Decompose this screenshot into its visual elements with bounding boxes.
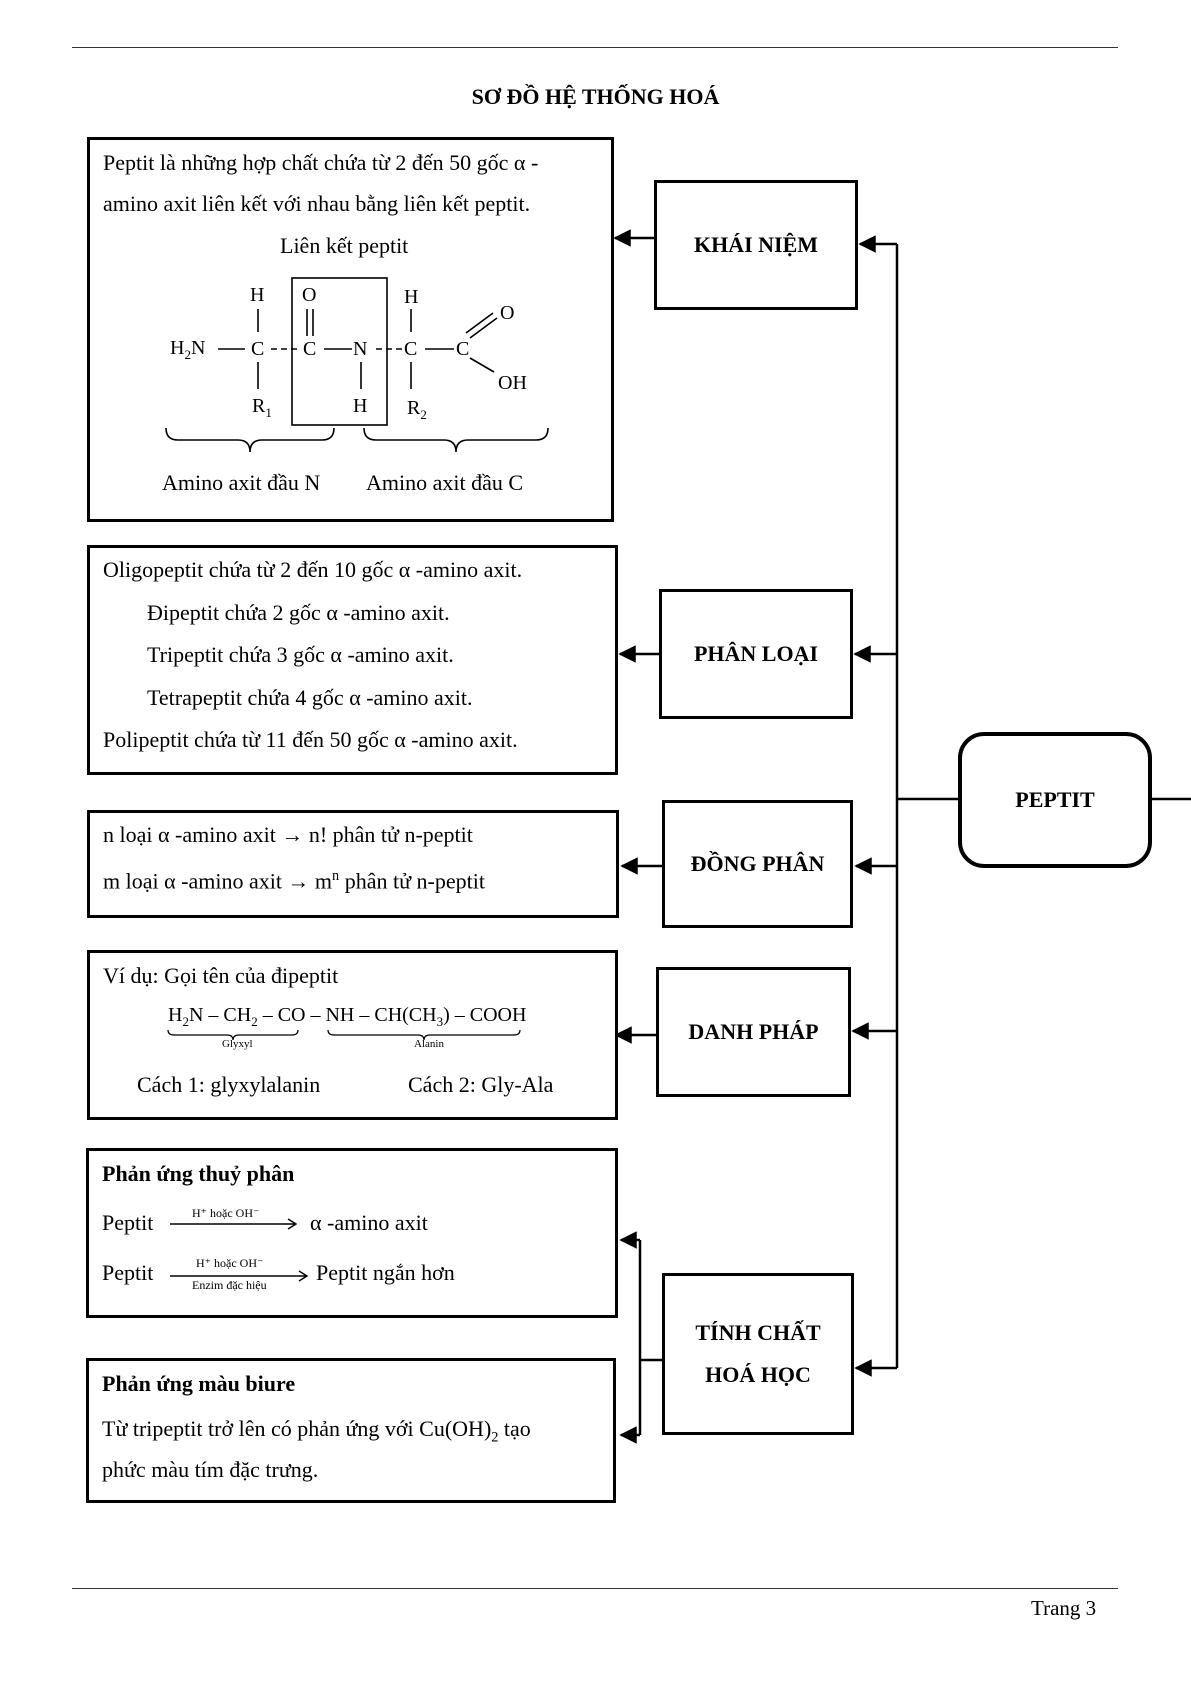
page-title: SƠ ĐỒ HỆ THỐNG HOÁ	[471, 84, 720, 109]
biure-heading: Phản ứng màu biure	[102, 1371, 296, 1396]
dong-phan-line-1: n loại α -amino axit → n! phân tử n-pept…	[103, 822, 473, 847]
glyxyl-label: Glyxyl	[222, 1038, 253, 1050]
khai-niem-content-box	[87, 137, 614, 522]
phan-loai-content-box	[87, 545, 618, 775]
dipeptide-formula: H2N – CH2 – CO – NH – CH(CH3) – COOH	[168, 1004, 527, 1029]
thuy-phan-product-1: α -amino axit	[310, 1210, 428, 1235]
thuy-phan-content-box	[86, 1148, 618, 1318]
group-r2: R2	[407, 397, 427, 422]
dong-phan-content-box	[87, 810, 619, 918]
dong-phan-category: ĐỒNG PHÂN	[662, 800, 853, 928]
atom-h-bottom: H	[353, 395, 368, 417]
biure-line-1: Từ tripeptit trở lên có phản ứng với Cu(…	[102, 1416, 531, 1446]
amino-n-label: Amino axit đầu N	[162, 470, 321, 495]
thuy-phan-peptit-2: Peptit	[102, 1260, 154, 1285]
amino-c-label: Amino axit đầu C	[366, 470, 524, 495]
thuy-phan-product-2: Peptit ngắn hơn	[316, 1260, 455, 1285]
atom-h-top-1: H	[250, 284, 265, 306]
dipeptit-text: Đipeptit chứa 2 gốc α -amino axit.	[147, 600, 450, 625]
peptit-center-node: PEPTIT	[958, 732, 1152, 868]
footer-rule	[72, 1588, 1118, 1589]
biure-content-box	[86, 1358, 616, 1503]
dong-phan-line-2: m loại α -amino axit → mn phân tử n-pept…	[103, 868, 485, 894]
thuy-phan-condition-2-bottom: Enzim đặc hiệu	[192, 1278, 267, 1292]
khai-niem-line-1: Peptit là những hợp chất chứa từ 2 đến 5…	[103, 150, 539, 175]
tripeptit-text: Tripeptit chứa 3 gốc α -amino axit.	[147, 642, 454, 667]
atom-c-4: C	[456, 338, 470, 360]
page-number: Trang 3	[1031, 1596, 1097, 1620]
thuy-phan-peptit-1: Peptit	[102, 1210, 154, 1235]
atom-o-top: O	[302, 284, 317, 306]
group-oh: OH	[498, 372, 527, 394]
thuy-phan-condition-1: H⁺ hoặc OH⁻	[192, 1206, 260, 1220]
khai-niem-category: KHÁI NIỆM	[654, 180, 858, 310]
danh-phap-category: DANH PHÁP	[656, 967, 851, 1097]
atom-n: N	[353, 338, 368, 360]
header-rule	[72, 47, 1118, 48]
atom-c-2: C	[303, 338, 317, 360]
atom-c-1: C	[251, 338, 265, 360]
tinh-chat-hoa-hoc-category: TÍNH CHẤT HOÁ HỌC	[662, 1273, 854, 1435]
alanin-label: Alanin	[414, 1038, 444, 1050]
cach-2-name: Cách 2: Gly-Ala	[408, 1072, 554, 1097]
cach-1-name: Cách 1: glyxylalanin	[137, 1072, 321, 1097]
polipeptit-text: Polipeptit chứa từ 11 đến 50 gốc α -amin…	[103, 727, 518, 752]
khai-niem-line-2: amino axit liên kết với nhau bằng liên k…	[103, 191, 531, 216]
atom-h-top-2: H	[404, 286, 419, 308]
thuy-phan-heading: Phản ứng thuỷ phân	[102, 1161, 295, 1186]
oligopeptit-text: Oligopeptit chứa từ 2 đến 10 gốc α -amin…	[103, 557, 523, 582]
tetrapeptit-text: Tetrapeptit chứa 4 gốc α -amino axit.	[147, 685, 473, 710]
thuy-phan-condition-2-top: H⁺ hoặc OH⁻	[196, 1256, 264, 1270]
danh-phap-example: Ví dụ: Gọi tên của đipeptit	[103, 963, 339, 988]
group-h2n: H2N	[170, 337, 206, 362]
phan-loai-category: PHÂN LOẠI	[659, 589, 853, 719]
atom-o-right: O	[500, 302, 515, 324]
biure-line-2: phức màu tím đặc trưng.	[102, 1457, 319, 1482]
group-r1: R1	[252, 395, 272, 420]
peptide-bond-label: Liên kết peptit	[280, 233, 409, 258]
atom-c-3: C	[404, 338, 418, 360]
